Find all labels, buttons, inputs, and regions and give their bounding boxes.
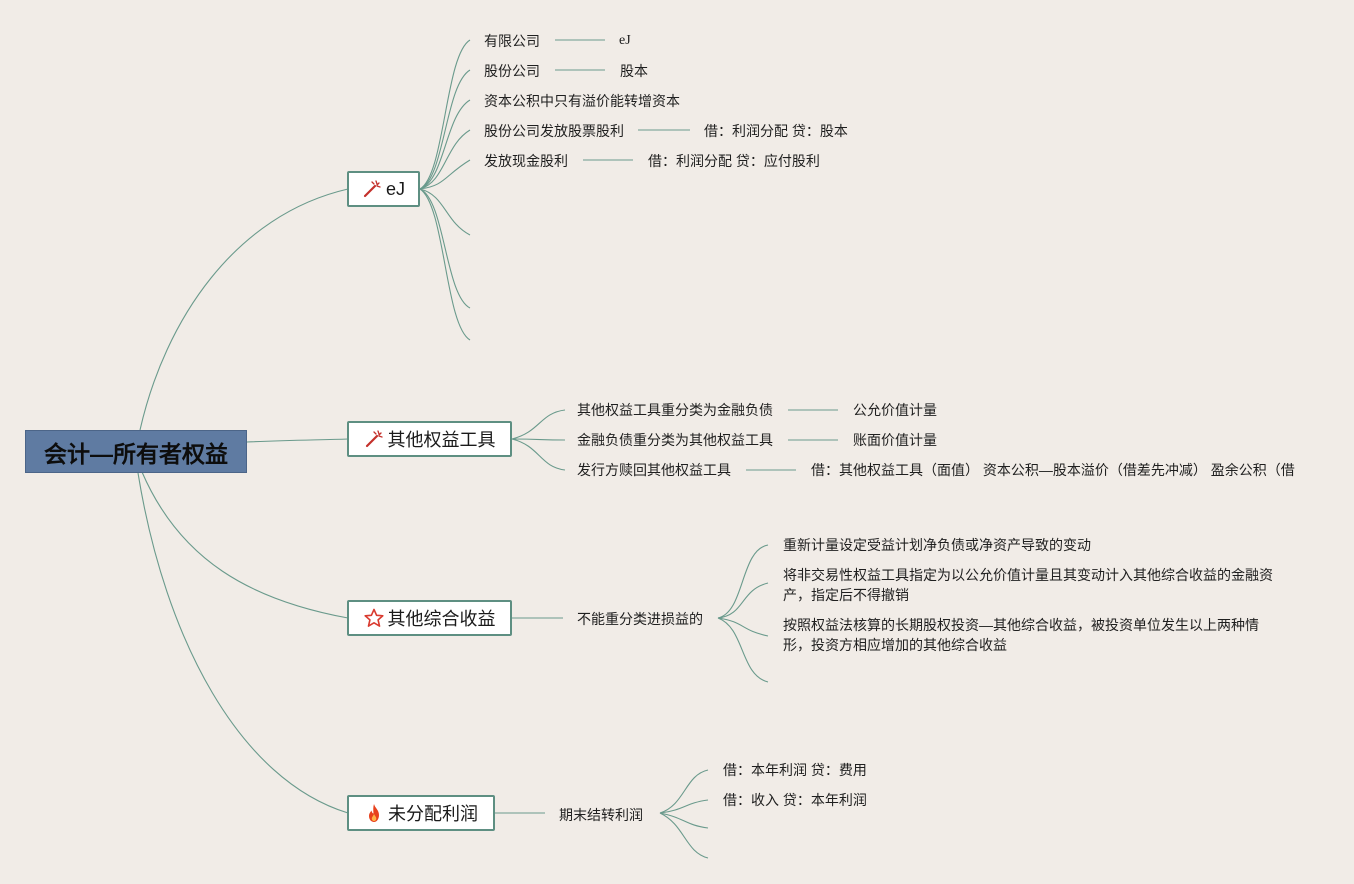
leaf-entry1[interactable]: 借：本年利润 贷：费用 — [723, 762, 867, 778]
connector-root-oci — [141, 471, 349, 619]
magic-wand-icon — [362, 179, 382, 199]
leaf-redeem-child[interactable]: 借：其他权益工具（面值） 资本公积—股本溢价（借差先冲减） 盈余公积（借 — [811, 462, 1295, 478]
leaf-closing[interactable]: 期末结转利润 — [559, 807, 643, 823]
connector-root-retained — [137, 472, 349, 814]
leaf-equity-method[interactable]: 按照权益法核算的长期股权投资—其他综合收益，被投资单位发生以上两种情形，投资方相… — [783, 617, 1259, 653]
leaf-xianjin-guli[interactable]: 发放现金股利 — [484, 153, 568, 169]
leaf-reclass-to-equity-child[interactable]: 账面价值计量 — [853, 432, 937, 448]
leaf-zibengongji[interactable]: 资本公积中只有溢价能转增资本 — [484, 93, 680, 109]
leaf-no-reclass[interactable]: 不能重分类进损益的 — [577, 611, 703, 627]
leaf-fvoci-equity[interactable]: 将非交易性权益工具指定为以公允价值计量且其变动计入其他综合收益的金融资产，指定后… — [783, 567, 1273, 603]
branch-retained[interactable]: 未分配利润 — [347, 795, 495, 831]
branch-other-equity[interactable]: 其他权益工具 — [347, 421, 512, 457]
branch-other-equity-label: 其他权益工具 — [387, 430, 496, 450]
branch-ej-label: eJ — [385, 178, 405, 199]
leaf-xianjin-guli-child[interactable]: 借：利润分配 贷：应付股利 — [648, 153, 820, 169]
leaf-redeem[interactable]: 发行方赎回其他权益工具 — [577, 462, 731, 478]
branch-oci[interactable]: 其他综合收益 — [347, 600, 512, 636]
root-topic[interactable]: 会计—所有者权益 — [25, 430, 247, 473]
magic-wand-icon — [364, 429, 384, 449]
leaf-gupiao-guli[interactable]: 股份公司发放股票股利 — [484, 123, 624, 139]
leaf-youxian[interactable]: 有限公司 — [484, 33, 540, 49]
fire-icon — [364, 803, 384, 823]
connector-root-other-equity — [246, 438, 349, 443]
branch-oci-label: 其他综合收益 — [387, 609, 496, 629]
leaf-gufen[interactable]: 股份公司 — [484, 63, 540, 79]
star-icon — [363, 608, 384, 628]
leaf-remeasure[interactable]: 重新计量设定受益计划净负债或净资产导致的变动 — [783, 537, 1091, 553]
leaf-gupiao-guli-child[interactable]: 借：利润分配 贷：股本 — [704, 123, 848, 139]
branch-ej[interactable]: eJ — [347, 171, 420, 207]
leaf-entry2[interactable]: 借：收入 贷：本年利润 — [723, 792, 867, 808]
root-title: 会计—所有者权益 — [44, 440, 228, 467]
leaf-reclass-to-liability[interactable]: 其他权益工具重分类为金融负债 — [577, 402, 773, 418]
leaf-reclass-to-equity[interactable]: 金融负债重分类为其他权益工具 — [577, 432, 773, 448]
leaf-gufen-child[interactable]: 股本 — [620, 63, 648, 79]
branch-retained-label: 未分配利润 — [388, 804, 478, 824]
leaf-youxian-child[interactable]: eJ — [619, 33, 631, 48]
leaf-reclass-to-liability-child[interactable]: 公允价值计量 — [853, 402, 937, 418]
connector-root-ej — [139, 188, 349, 431]
